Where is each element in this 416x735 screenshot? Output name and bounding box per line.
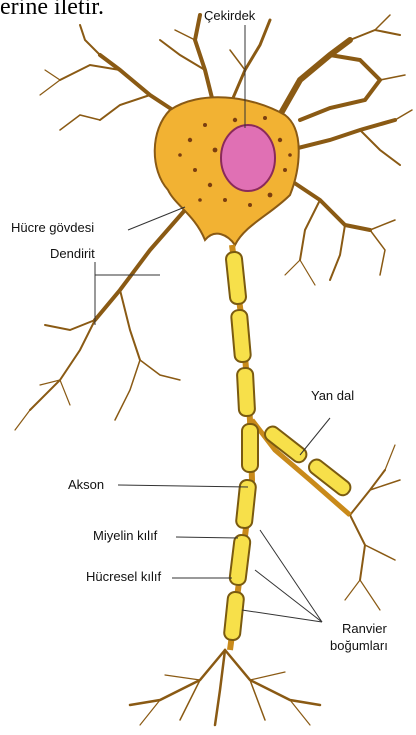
label-dendrite: Dendirit <box>50 246 95 261</box>
label-cell-body: Hücre gövdesi <box>11 220 94 235</box>
nucleus <box>221 125 275 191</box>
label-myelin: Miyelin kılıf <box>93 528 157 543</box>
label-axon: Akson <box>68 477 104 492</box>
label-cellular-sheath: Hücresel kılıf <box>86 569 161 584</box>
label-ranvier-1: Ranvier <box>342 621 387 636</box>
myelin-segments <box>224 251 258 640</box>
label-side-branch: Yan dal <box>311 388 354 403</box>
label-nucleus: Çekirdek <box>204 8 255 23</box>
label-ranvier-2: boğumları <box>330 638 388 653</box>
side-branch-myelin <box>262 424 353 498</box>
